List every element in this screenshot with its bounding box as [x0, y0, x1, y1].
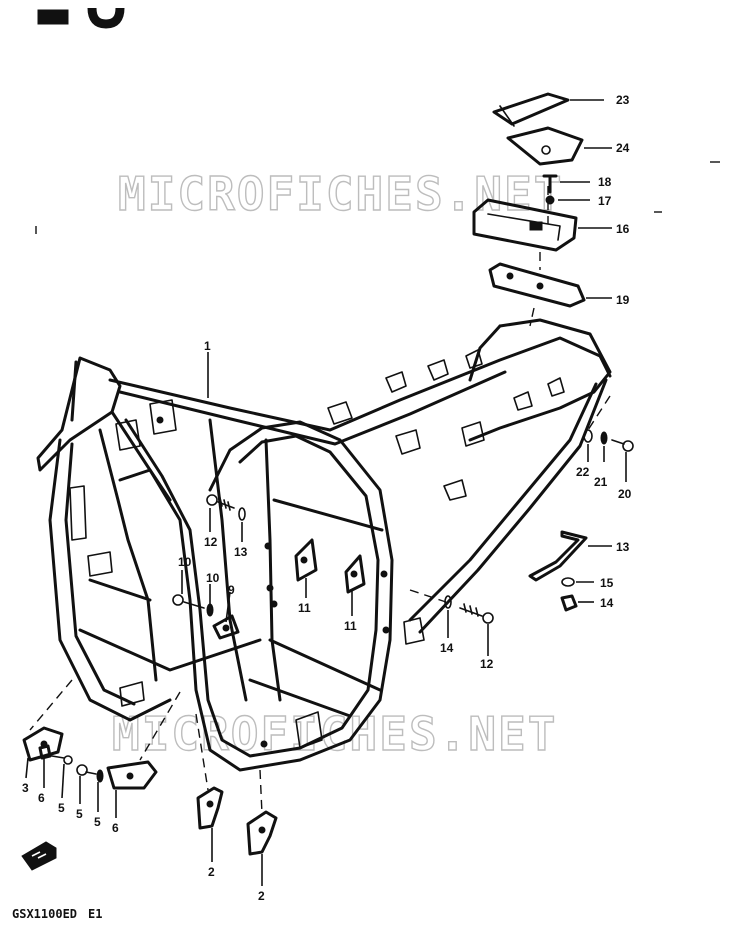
part-24-cover: [506, 126, 584, 166]
part-16-tray: [472, 198, 578, 252]
part-14-nut: [560, 594, 578, 612]
part-10-bracket-right: [344, 554, 366, 594]
part-22-washer: [583, 429, 593, 443]
part-18-screw: [542, 174, 558, 194]
part-10-bracket-left: [294, 538, 318, 582]
part-2-bracket-a: [196, 786, 224, 830]
model-code: GSX1100ED: [12, 907, 77, 921]
watermark-bottom: MICROFICHES.NET: [112, 707, 557, 761]
assembly-line: [139, 691, 181, 761]
part-23-strap: [492, 92, 570, 127]
part-15-washer: [561, 577, 575, 587]
callout-5-b: 5: [76, 807, 83, 821]
part-1-frame: [36, 318, 612, 772]
callout-18: 18: [598, 175, 612, 189]
part-11-bolt-right: [459, 603, 494, 624]
assembly-line: [259, 769, 263, 815]
callout-21: 21: [594, 475, 608, 489]
callout-16: 16: [616, 222, 630, 236]
callout-11-upper: 12: [204, 535, 218, 549]
assembly-line: [529, 307, 535, 327]
callout-14: 14: [600, 596, 614, 610]
part-5-bolt-a: [51, 755, 73, 765]
callout-12-right: 14: [440, 641, 454, 655]
region-code: E1: [88, 907, 102, 921]
front-arrow-icon: [21, 841, 57, 871]
part-8-bolt: [172, 594, 205, 609]
page-header-mark: [37, 7, 125, 29]
callout-15: 15: [600, 576, 614, 590]
callout-2-b: 2: [258, 889, 265, 903]
callout-10-right: 11: [344, 619, 357, 633]
part-21-washer: [600, 431, 608, 445]
callout-22: 22: [576, 465, 590, 479]
callout-8: 10: [178, 555, 192, 569]
callout-11-right: 12: [480, 657, 494, 671]
callout-12-upper: 13: [234, 545, 248, 559]
assembly-line: [587, 395, 611, 431]
callout-23: 23: [616, 93, 630, 107]
watermark-top: MICROFICHES.NET: [118, 167, 563, 221]
callout-17: 17: [598, 194, 612, 208]
callout-20: 20: [618, 487, 632, 501]
part-13-stay: [528, 530, 588, 582]
part-9-washer: [206, 603, 214, 617]
part-20-bolt: [611, 439, 634, 452]
callout-10-left: 11: [298, 601, 311, 615]
part-11-bolt-upper: [206, 494, 235, 511]
part-5-bolt-b: [76, 764, 97, 776]
callout-5-a: 5: [58, 801, 65, 815]
part-19-bracket: [488, 262, 586, 308]
callout-7: 9: [228, 583, 235, 597]
callout-24: 24: [616, 141, 630, 155]
part-6-bracket-right: [106, 760, 158, 790]
callout-6-right: 6: [112, 821, 119, 835]
callout-3: 3: [22, 781, 29, 795]
part-12-washer-upper: [238, 507, 246, 521]
part-5-washer-c: [96, 769, 104, 783]
assembly-line: [409, 589, 447, 603]
callout-13: 13: [616, 540, 630, 554]
callout-6-left: 6: [38, 791, 45, 805]
callout-labels: 23 24 18 17 16 19 1 22 21 20 13 15 14 12…: [22, 93, 632, 903]
assembly-line: [29, 679, 73, 731]
part-3-bracket: [22, 726, 64, 762]
callout-5-c: 5: [94, 815, 101, 829]
part-17-washer: [545, 195, 555, 205]
leader-lines: [25, 99, 627, 886]
callout-19: 19: [616, 293, 630, 307]
part-6-nut-left: [38, 744, 52, 760]
assembly-line: [195, 713, 209, 791]
callout-9: 10: [206, 571, 220, 585]
callout-2-a: 2: [208, 865, 215, 879]
part-2-bracket-b: [246, 810, 278, 856]
callout-1: 1: [204, 339, 211, 353]
